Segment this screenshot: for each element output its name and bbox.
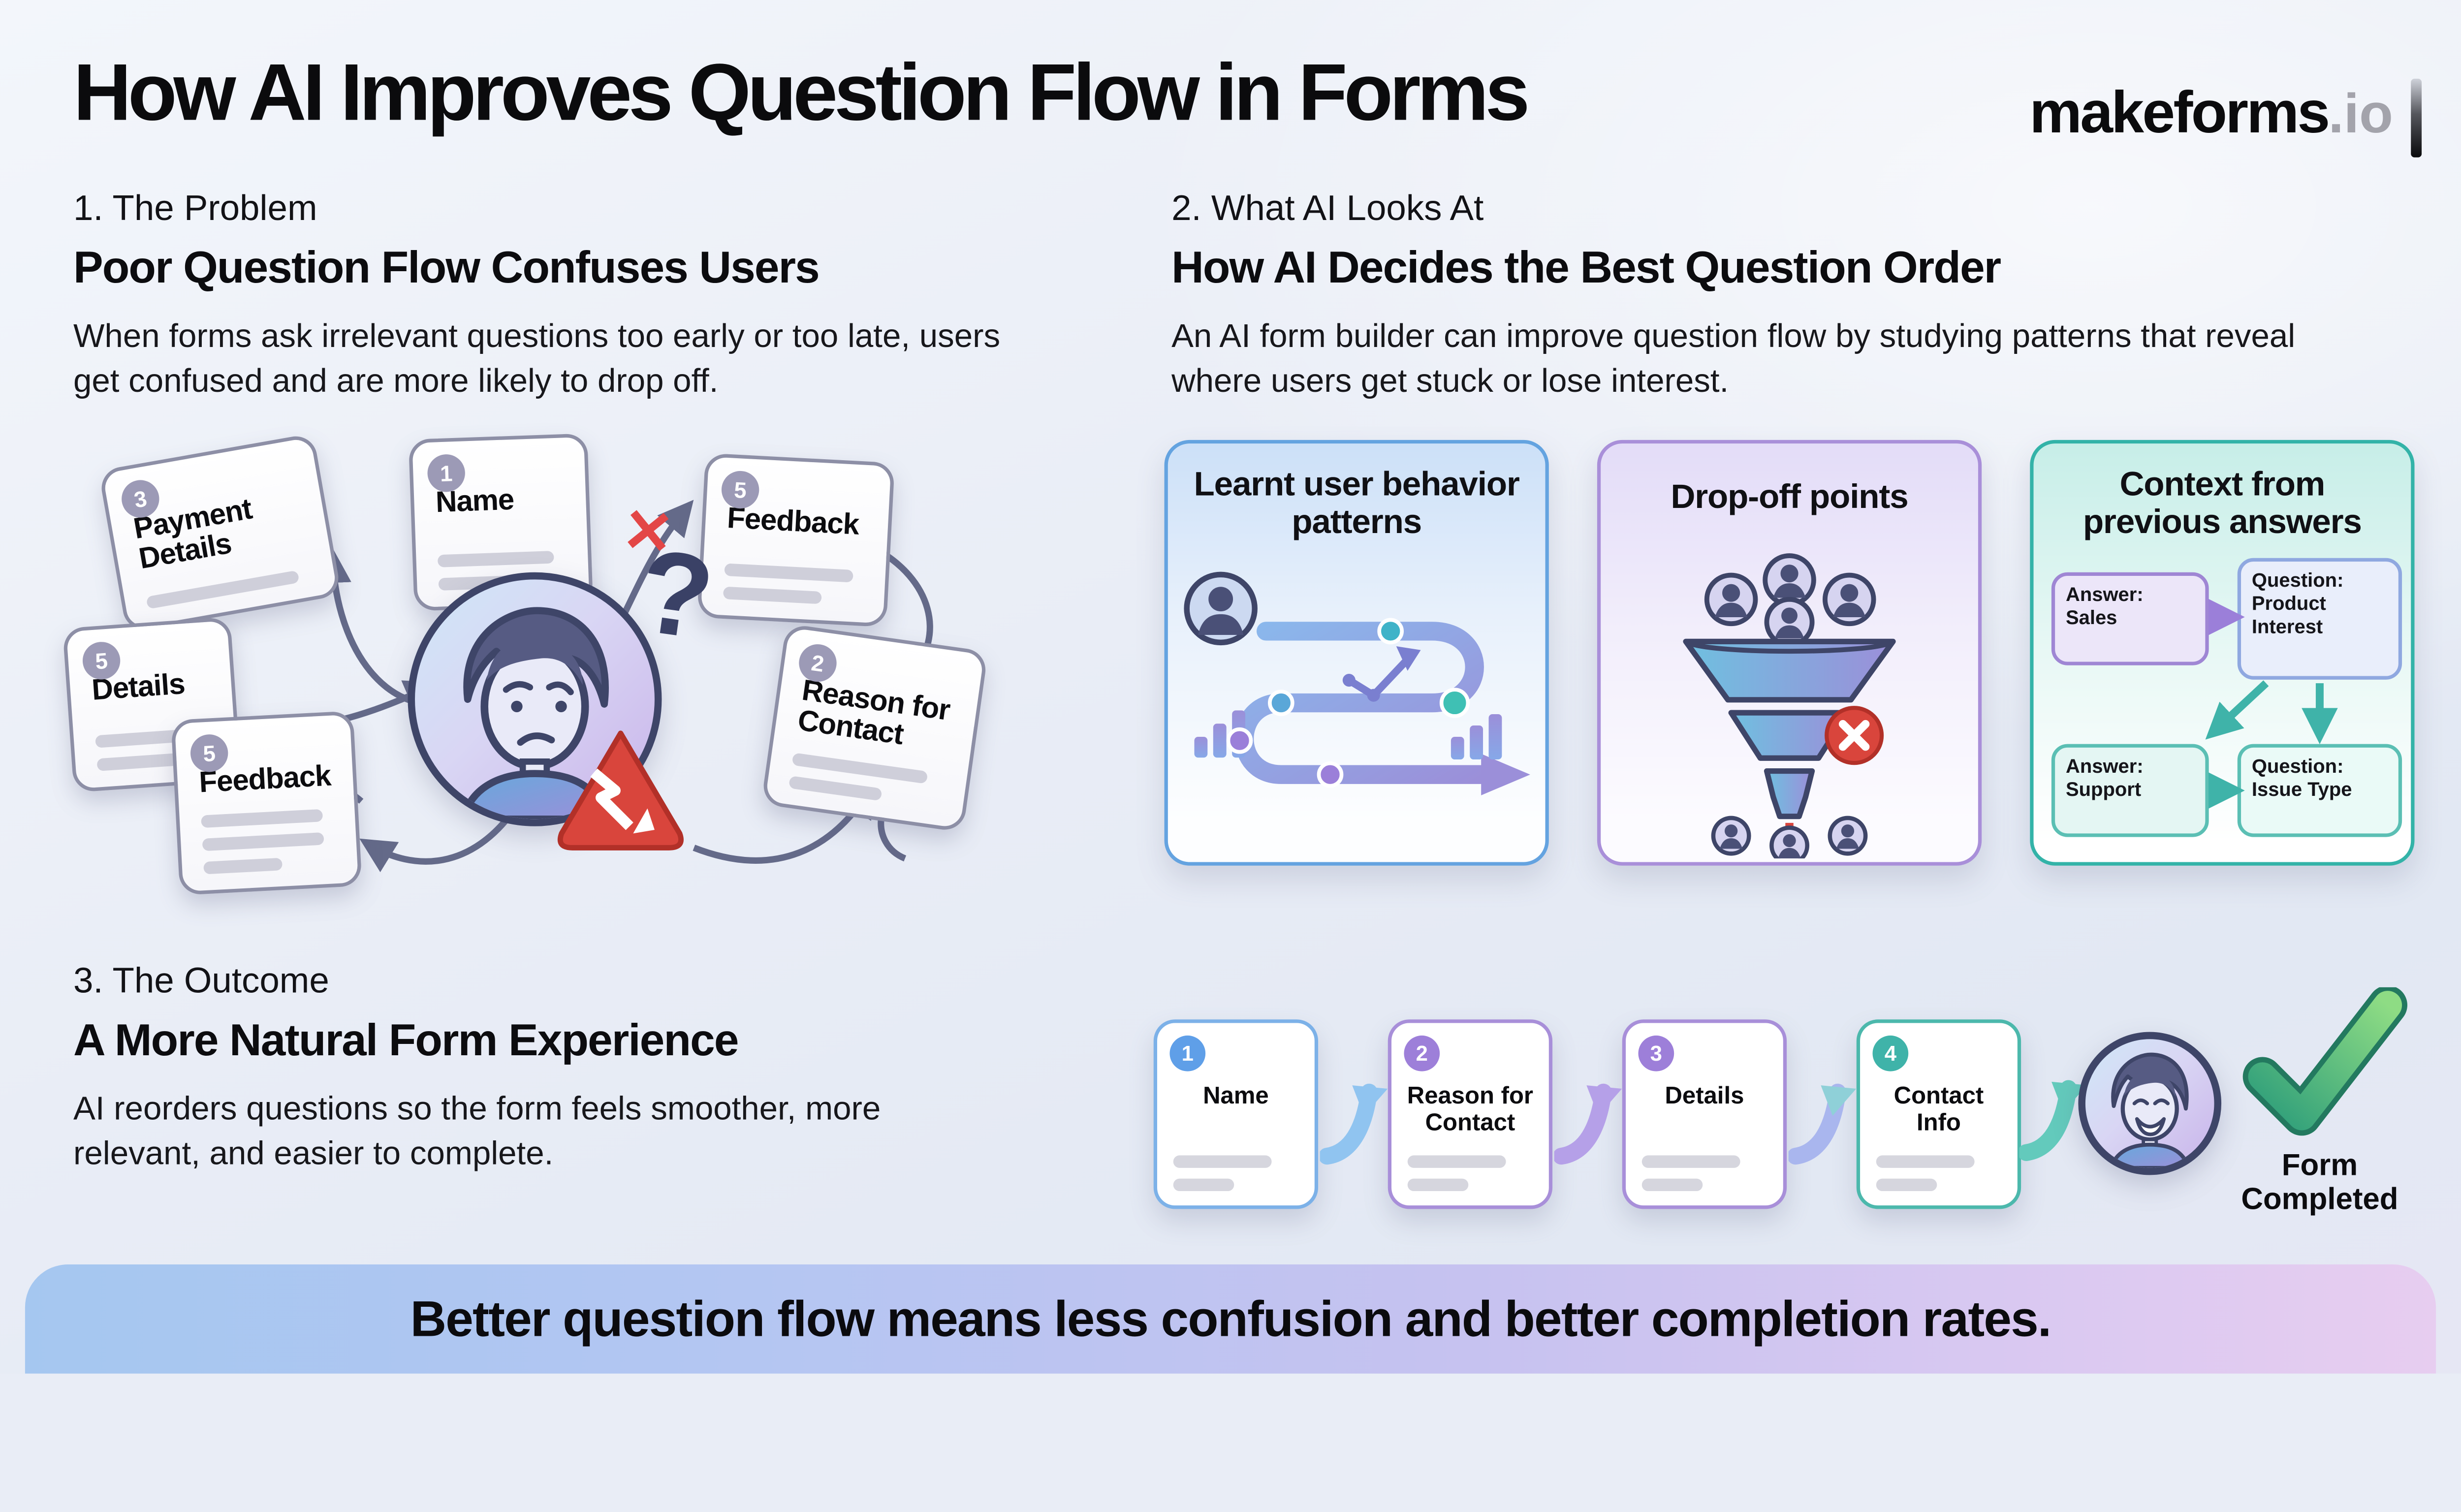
card-title: Drop-off points [1671, 479, 1908, 517]
step-badge: 2 [796, 642, 839, 685]
context-mapping-illustration: Answer: Sales Question: Product Interest… [2034, 558, 2411, 851]
card-context-previous-answers: Context from previous answers Answer: Sa… [2030, 440, 2415, 866]
bottom-banner: Better question flow means less confusio… [25, 1264, 2436, 1374]
happy-face-icon [2109, 1052, 2191, 1168]
flow-arrow-4-icon [2019, 1080, 2087, 1161]
flow-arrow-2-icon [1554, 1083, 1622, 1165]
brand-logo: makeforms .io [2029, 78, 2422, 158]
flow-card-contact-info: 4 Contact Info [1856, 1019, 2021, 1209]
infographic-poster: How AI Improves Question Flow in Forms m… [0, 0, 2461, 1374]
card-drop-off-points: Drop-off points [1597, 440, 1982, 866]
problem-body: When forms ask irrelevant questions too … [73, 316, 1001, 399]
placeholder-lines [1407, 1145, 1533, 1192]
outcome-body: AI reorders questions so the form feels … [73, 1089, 881, 1171]
step-badge: 3 [1638, 1035, 1674, 1071]
card-title: Context from previous answers [2082, 467, 2362, 542]
confused-face-icon [459, 607, 611, 819]
flow-card-reason-for-contact: 2 Reason for Contact [1388, 1019, 1553, 1209]
ai-label: 2. What AI Looks At [1171, 189, 1484, 229]
funnel-illustration [1601, 551, 1978, 859]
flow-card-label: Details [1665, 1082, 1744, 1109]
chaos-card-feedback-bottom: 5 Feedback [171, 711, 362, 896]
brand-tld: .io [2328, 82, 2393, 145]
flow-arrow-1-icon [1320, 1083, 1388, 1165]
problem-label: 1. The Problem [73, 189, 317, 229]
page-title: How AI Improves Question Flow in Forms [73, 46, 1530, 138]
improved-flow-illustration: 1 Name 2 Reason for Contact 3 Details 4 … [1153, 987, 2434, 1256]
card-title: Learnt user behavior patterns [1194, 467, 1520, 542]
funnel-icon [1683, 553, 1896, 859]
placeholder-lines [723, 553, 865, 606]
chaos-card-label: Feedback [726, 503, 860, 542]
placeholder-lines [200, 798, 336, 875]
placeholder-lines [1876, 1145, 2001, 1192]
placeholder-lines [1173, 1145, 1298, 1192]
happy-user-avatar [2078, 1032, 2222, 1175]
form-completed-label: Form Completed [2241, 1148, 2398, 1217]
step-badge: 2 [1404, 1035, 1440, 1071]
context-arrows-icon [2205, 598, 2338, 809]
user-journey-path-icon [1184, 571, 1530, 795]
drop-warning-triangle-icon [557, 730, 684, 850]
problem-heading: Poor Question Flow Confuses Users [73, 243, 820, 293]
outcome-label: 3. The Outcome [73, 962, 329, 1002]
journey-illustration [1168, 551, 1546, 851]
ai-cards-row: Learnt user behavior patterns [1164, 440, 2417, 873]
ai-heading: How AI Decides the Best Question Order [1171, 243, 2001, 293]
brand-name: makeforms [2029, 78, 2330, 145]
brand-bar-icon [2411, 78, 2422, 158]
question-product-interest-box: Question: Product Interest [2237, 558, 2402, 680]
answer-sales-box: Answer: Sales [2051, 572, 2209, 665]
checkmark-icon [2242, 987, 2407, 1136]
flow-card-details: 3 Details [1622, 1019, 1787, 1209]
ai-body: An AI form builder can improve question … [1171, 316, 2296, 399]
step-badge: 4 [1872, 1035, 1909, 1071]
red-x-icon: ✕ [619, 496, 677, 569]
flow-card-label: Contact Info [1893, 1082, 1984, 1135]
step-badge: 1 [1169, 1035, 1206, 1071]
flow-card-label: Reason for Contact [1407, 1082, 1534, 1135]
flow-card-name: 1 Name [1153, 1019, 1319, 1209]
chaos-card-reason-for-contact: 2 Reason for Contact [760, 623, 988, 833]
outcome-heading: A More Natural Form Experience [73, 1015, 739, 1066]
answer-support-box: Answer: Support [2051, 744, 2209, 837]
flow-arrow-3-icon [1788, 1083, 1857, 1165]
placeholder-lines [1641, 1145, 1767, 1192]
chaos-card-feedback-top: 5 Feedback [696, 453, 895, 628]
flow-card-label: Name [1203, 1082, 1269, 1109]
confused-flow-illustration: 3 Payment Details 1 Name 5 Feedback 5 De… [62, 433, 1044, 905]
banner-text: Better question flow means less confusio… [410, 1291, 2052, 1347]
card-behavior-patterns: Learnt user behavior patterns [1164, 440, 1549, 866]
